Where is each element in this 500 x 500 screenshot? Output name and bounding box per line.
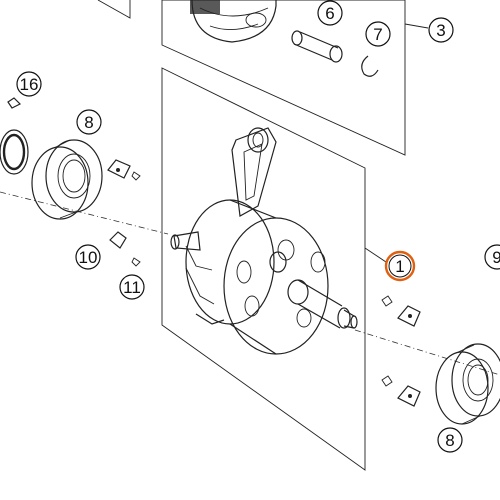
callout-11: 11: [119, 274, 145, 300]
woodruff-key-left-part: [107, 159, 141, 267]
axis-centerlines: [0, 191, 500, 376]
callout-8-top: 8: [76, 109, 102, 135]
svg-text:6: 6: [325, 4, 334, 23]
callout-8-bottom: 8: [437, 427, 463, 453]
group-panel-outlines: [97, 0, 406, 471]
svg-text:1: 1: [395, 257, 404, 276]
circlip-part: [361, 55, 379, 77]
leader-lines: [364, 23, 429, 263]
woodruff-key-right-part: [381, 295, 421, 407]
piston-part: [190, 0, 277, 43]
callout-16: 16: [16, 71, 42, 97]
svg-text:10: 10: [79, 248, 98, 267]
svg-text:7: 7: [373, 25, 382, 44]
svg-text:9: 9: [492, 248, 500, 267]
seal-ring-part: [0, 129, 29, 175]
bearing-left-part: [31, 139, 103, 220]
svg-text:8: 8: [84, 113, 93, 132]
svg-text:16: 16: [20, 75, 39, 94]
callout-3: 3: [428, 17, 454, 43]
crankshaft-part: [170, 127, 358, 355]
svg-text:3: 3: [436, 21, 445, 40]
bearing-right-part: [435, 343, 500, 425]
small-pin-part: [7, 97, 22, 109]
callout-7: 7: [365, 21, 391, 47]
piston-pin-part: [291, 30, 343, 63]
callout-6: 6: [317, 0, 343, 26]
callout-10: 10: [75, 244, 101, 270]
callout-9: 9: [484, 244, 500, 270]
svg-text:8: 8: [445, 431, 454, 450]
callout-1: 1: [384, 250, 416, 282]
svg-text:11: 11: [123, 278, 141, 297]
